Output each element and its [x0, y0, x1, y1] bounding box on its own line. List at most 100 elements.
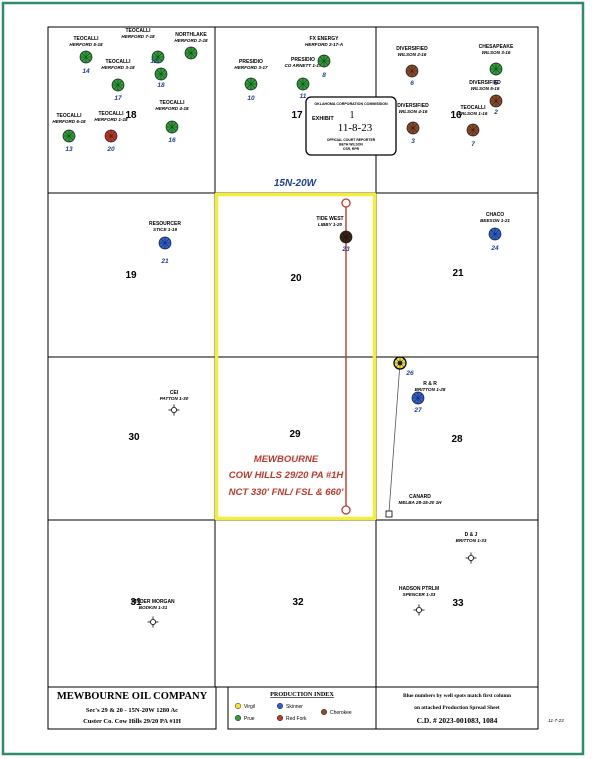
well-symbol-cross — [159, 237, 171, 249]
well-symbol-cross — [407, 122, 419, 134]
dry-hole-symbol — [149, 619, 156, 626]
well-operator: CHACO — [486, 212, 504, 218]
well-name: WILSON 2-16 — [398, 52, 427, 57]
well-operator: CEI — [170, 390, 179, 396]
well-operator: FX ENERGY — [310, 36, 340, 42]
stamp-border — [305, 96, 397, 156]
well-symbol-cross — [185, 47, 197, 59]
well-operator: TEOCALLI — [57, 113, 83, 119]
well-operator: KINDER MORGAN — [131, 599, 175, 605]
well-symbol-cross — [80, 51, 92, 63]
section-number: 21 — [452, 268, 464, 279]
title-block-box — [47, 686, 217, 730]
legend-item: Prue — [234, 714, 255, 722]
dry-hole-symbol — [467, 555, 474, 562]
notes-block: Blue numbers by well spots match first c… — [375, 686, 539, 730]
stamp-reporter-name: BETH WILSON — [339, 143, 363, 147]
well-number: 16 — [168, 137, 176, 144]
legend-swatch — [320, 708, 328, 716]
well-operator: DIVERSIFIED — [397, 103, 429, 109]
well-operator: NORTHLAKE — [175, 32, 207, 38]
well-number: 23 — [341, 246, 350, 253]
well-symbol-cross — [340, 231, 352, 243]
well-symbol-cross — [152, 51, 164, 63]
dry-hole-symbol — [415, 607, 422, 614]
legend-label: Red Fork — [286, 716, 307, 722]
well-name: CO ARNETT 1-17 — [284, 63, 322, 68]
well-name: HERFORD 4-18 — [155, 106, 189, 111]
legend-swatch — [234, 702, 242, 710]
well-operator: TEOCALLI — [160, 100, 186, 106]
spacing-unit-highlight — [214, 192, 377, 521]
well-symbol-cross — [489, 228, 501, 240]
well-name: HERFORD 6-18 — [52, 119, 86, 124]
well-operator: TEOCALLI — [74, 36, 100, 42]
section-number: 31 — [130, 597, 142, 608]
stamp-reporter-credentials: CSR, RPR — [343, 147, 360, 151]
canard-lateral — [385, 362, 401, 518]
case-number: C.D. # 2023-001083, 1084 — [417, 716, 498, 725]
notes-line-2: on attached Production Spread Sheet — [414, 705, 500, 711]
section-number: 32 — [292, 597, 304, 608]
well-name: BODKIN 1-31 — [139, 605, 168, 610]
stamp-number: 1 — [350, 110, 355, 121]
well-operator: PRESIDIO — [291, 57, 315, 63]
well-operator: CHESAPEAKE — [479, 44, 514, 50]
well-number: 7 — [471, 141, 475, 148]
well-operator: R & R — [423, 381, 437, 387]
well-name: HERFORD 2-17-A — [305, 42, 343, 47]
well-name: WILSON 5-16 — [471, 86, 500, 91]
legend-swatch — [276, 702, 284, 710]
well-number: 20 — [106, 146, 115, 153]
well-name: HERFORD 5-18 — [69, 42, 103, 47]
well-name: HERFORD 3-18 — [101, 65, 135, 70]
well-name: BEESON 1-21 — [480, 218, 510, 223]
map-date: 11-7-23 — [548, 718, 564, 723]
company-name: MEWBOURNE OIL COMPANY — [57, 691, 208, 702]
section-number: 28 — [451, 434, 463, 445]
well-name: WILSON 1-16 — [459, 111, 488, 116]
section-number: 19 — [125, 270, 137, 281]
legend-label: Cherokee — [330, 710, 352, 716]
well-name: HERFORD 2-18 — [174, 38, 208, 43]
well-symbol-cross — [297, 78, 309, 90]
well-operator: CANARD — [409, 494, 431, 500]
well-operator: PRESIDIO — [239, 59, 263, 65]
well-name: MELBA 28-15-20 1H — [399, 500, 443, 505]
well-number: 14 — [82, 68, 90, 75]
section-number: 18 — [125, 110, 137, 121]
lateral-path — [388, 362, 401, 513]
well-operator: TEOCALLI — [461, 105, 487, 111]
well-number: 13 — [65, 146, 73, 153]
well-number: 5 — [494, 80, 498, 87]
legend-label: Prue — [244, 716, 255, 722]
well-symbol-cross — [467, 124, 479, 136]
well-number: 3 — [411, 138, 415, 145]
well-number: 27 — [413, 407, 422, 414]
legend-swatch — [234, 714, 242, 722]
well-symbol-cross — [63, 130, 75, 142]
well-name: LIBBY 1-20 — [318, 222, 343, 227]
legend-swatch — [276, 714, 284, 722]
proposed-well-label: MEWBOURNE COW HILLS 29/20 PA #1H NCT 330… — [229, 454, 345, 498]
notes-box — [375, 686, 539, 730]
well-name: HERFORD 1-18 — [94, 117, 128, 122]
well-name: WILSON 3-16 — [482, 50, 511, 55]
